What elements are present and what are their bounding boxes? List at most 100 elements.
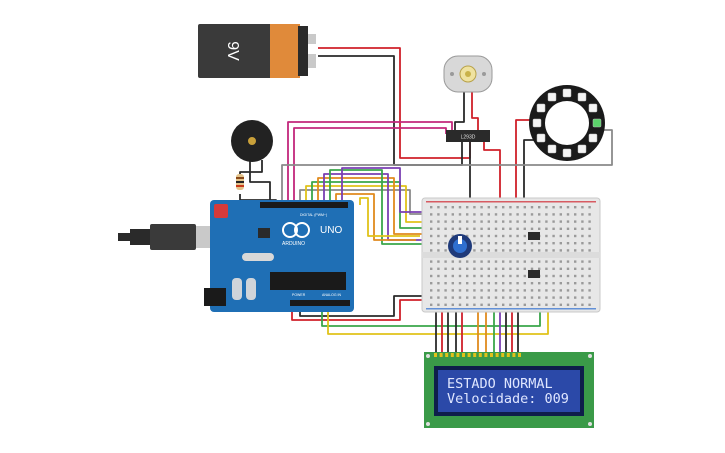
wire-driver-vcc[interactable]	[483, 142, 501, 210]
breadboard-hole	[530, 296, 534, 299]
ring-led	[536, 133, 546, 143]
breadboard-hole	[538, 242, 541, 245]
neopixel-ring-icon[interactable]	[529, 85, 605, 161]
wire-digital-2[interactable]	[305, 185, 430, 223]
breadboard-hole	[466, 296, 469, 299]
breadboard-hole	[437, 289, 440, 292]
breadboard-hole	[530, 206, 534, 209]
wire-5v[interactable]	[291, 299, 430, 321]
breadboard-hole	[487, 227, 490, 230]
breadboard-hole	[538, 206, 541, 209]
breadboard-hole	[502, 296, 505, 299]
breadboard-hole	[480, 234, 483, 238]
breadboard-hole	[473, 303, 476, 306]
wire-motor-b[interactable]	[471, 90, 479, 130]
breadboard-hole	[574, 234, 577, 238]
breadboard-hole	[451, 282, 454, 285]
breadboard-hole	[502, 282, 505, 285]
push-button-2[interactable]	[528, 270, 540, 278]
breadboard-hole	[566, 289, 570, 292]
breadboard-hole	[516, 260, 519, 263]
breadboard-hole	[509, 282, 512, 285]
breadboard-hole	[487, 282, 490, 285]
breadboard-hole	[473, 260, 476, 263]
breadboard-hole	[494, 249, 498, 252]
breadboard-hole	[523, 213, 526, 216]
breadboard-hole	[458, 206, 462, 209]
breadboard[interactable]	[421, 197, 601, 313]
breadboard-hole	[466, 282, 469, 285]
buzzer-resistor[interactable]	[236, 174, 244, 190]
breadboard-hole	[545, 227, 548, 230]
lcd-pin	[445, 353, 449, 357]
breadboard-hole	[444, 282, 447, 285]
breadboard-hole	[502, 234, 505, 238]
breadboard-hole	[451, 260, 454, 263]
breadboard-hole	[530, 289, 534, 292]
breadboard-hole	[458, 303, 462, 306]
wire-buzzer-gnd[interactable]	[249, 160, 271, 205]
breadboard-hole	[466, 274, 469, 278]
motor-driver-chip[interactable]: L293D	[446, 130, 490, 142]
breadboard-hole	[451, 267, 454, 270]
wire-digital-1[interactable]	[299, 189, 430, 215]
breadboard-hole	[516, 234, 519, 238]
breadboard-hole	[430, 227, 433, 230]
dc-motor-icon[interactable]	[443, 55, 493, 93]
breadboard-hole	[502, 249, 505, 252]
wire-gnd[interactable]	[299, 295, 430, 317]
battery-icon[interactable]: 9V	[198, 24, 316, 78]
breadboard-hole	[523, 242, 526, 245]
breadboard-hole	[559, 267, 562, 270]
breadboard-hole	[509, 274, 512, 278]
breadboard-hole	[559, 289, 562, 292]
breadboard-hole	[538, 227, 541, 230]
breadboard-hole	[487, 242, 490, 245]
breadboard-hole	[516, 249, 519, 252]
breadboard-hole	[502, 274, 505, 278]
arduino-board-icon[interactable]: UNO ARDUINO DIGITAL (PWM~) POWER ANALOG …	[204, 200, 354, 312]
wire-digital-7[interactable]	[335, 193, 416, 241]
breadboard-hole	[566, 220, 570, 223]
breadboard-hole	[480, 213, 483, 216]
wire-digital-4[interactable]	[317, 177, 430, 235]
breadboard-hole	[574, 303, 577, 306]
breadboard-hole	[574, 206, 577, 209]
wire-digital-6[interactable]	[329, 169, 430, 245]
breadboard-hole	[581, 303, 584, 306]
breadboard-hole	[566, 282, 570, 285]
breadboard-hole	[545, 234, 548, 238]
wire-motor-a[interactable]	[454, 90, 465, 130]
breadboard-hole	[545, 296, 548, 299]
breadboard-hole	[444, 227, 447, 230]
breadboard-hole	[581, 296, 584, 299]
breadboard-hole	[437, 213, 440, 216]
breadboard-hole	[437, 303, 440, 306]
breadboard-hole	[538, 213, 541, 216]
breadboard-hole	[458, 267, 462, 270]
buzzer-icon[interactable]	[231, 120, 273, 162]
wire-digital-8[interactable]	[359, 197, 420, 237]
breadboard-hole	[444, 206, 447, 209]
breadboard-hole	[523, 206, 526, 209]
breadboard-hole	[487, 267, 490, 270]
breadboard-hole	[473, 249, 476, 252]
breadboard-hole	[581, 249, 584, 252]
lcd-display-icon[interactable]: ESTADO NORMAL Velocidade: 009	[424, 352, 594, 428]
lcd-pin	[462, 353, 465, 357]
breadboard-hole	[516, 242, 519, 245]
breadboard-hole	[545, 206, 548, 209]
wire-battery-negative[interactable]	[318, 55, 463, 166]
push-button-1[interactable]	[528, 232, 540, 240]
breadboard-hole	[430, 213, 433, 216]
wire-driver-in1[interactable]	[287, 121, 453, 205]
potentiometer-icon[interactable]	[448, 234, 472, 258]
wire-ring-data[interactable]	[281, 129, 613, 205]
breadboard-hole	[487, 289, 490, 292]
breadboard-hole	[581, 260, 584, 263]
breadboard-hole	[437, 274, 440, 278]
breadboard-hole	[502, 213, 505, 216]
breadboard-hole	[494, 296, 498, 299]
breadboard-hole	[458, 274, 462, 278]
